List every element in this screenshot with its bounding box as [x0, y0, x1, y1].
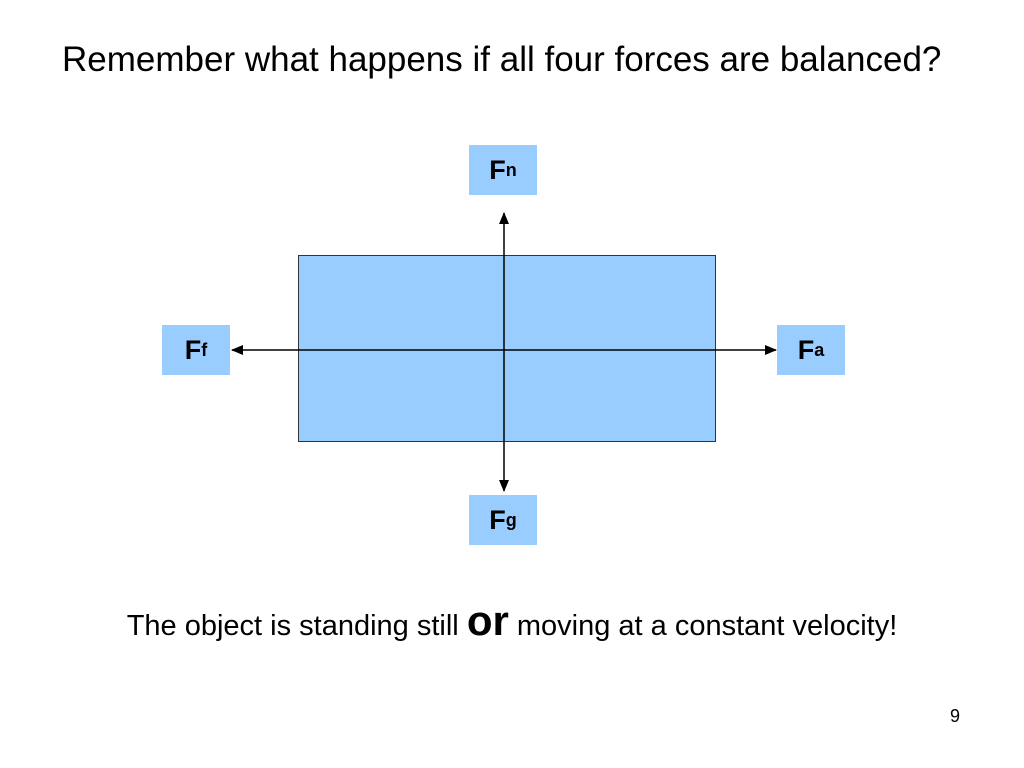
object-box	[298, 255, 716, 442]
caption-emphasis: or	[466, 597, 509, 644]
caption-after: moving at a constant velocity!	[508, 610, 898, 642]
force-symbol: F	[184, 334, 202, 365]
caption-before: The object is standing still	[126, 610, 467, 642]
force-symbol: F	[489, 154, 506, 185]
page-number: 9	[949, 706, 960, 726]
force-symbol: F	[489, 504, 506, 535]
force-symbol: F	[797, 334, 815, 365]
slide-title: Remember what happens if all four forces…	[62, 40, 942, 79]
caption: The object is standing still or moving a…	[0, 597, 1024, 645]
